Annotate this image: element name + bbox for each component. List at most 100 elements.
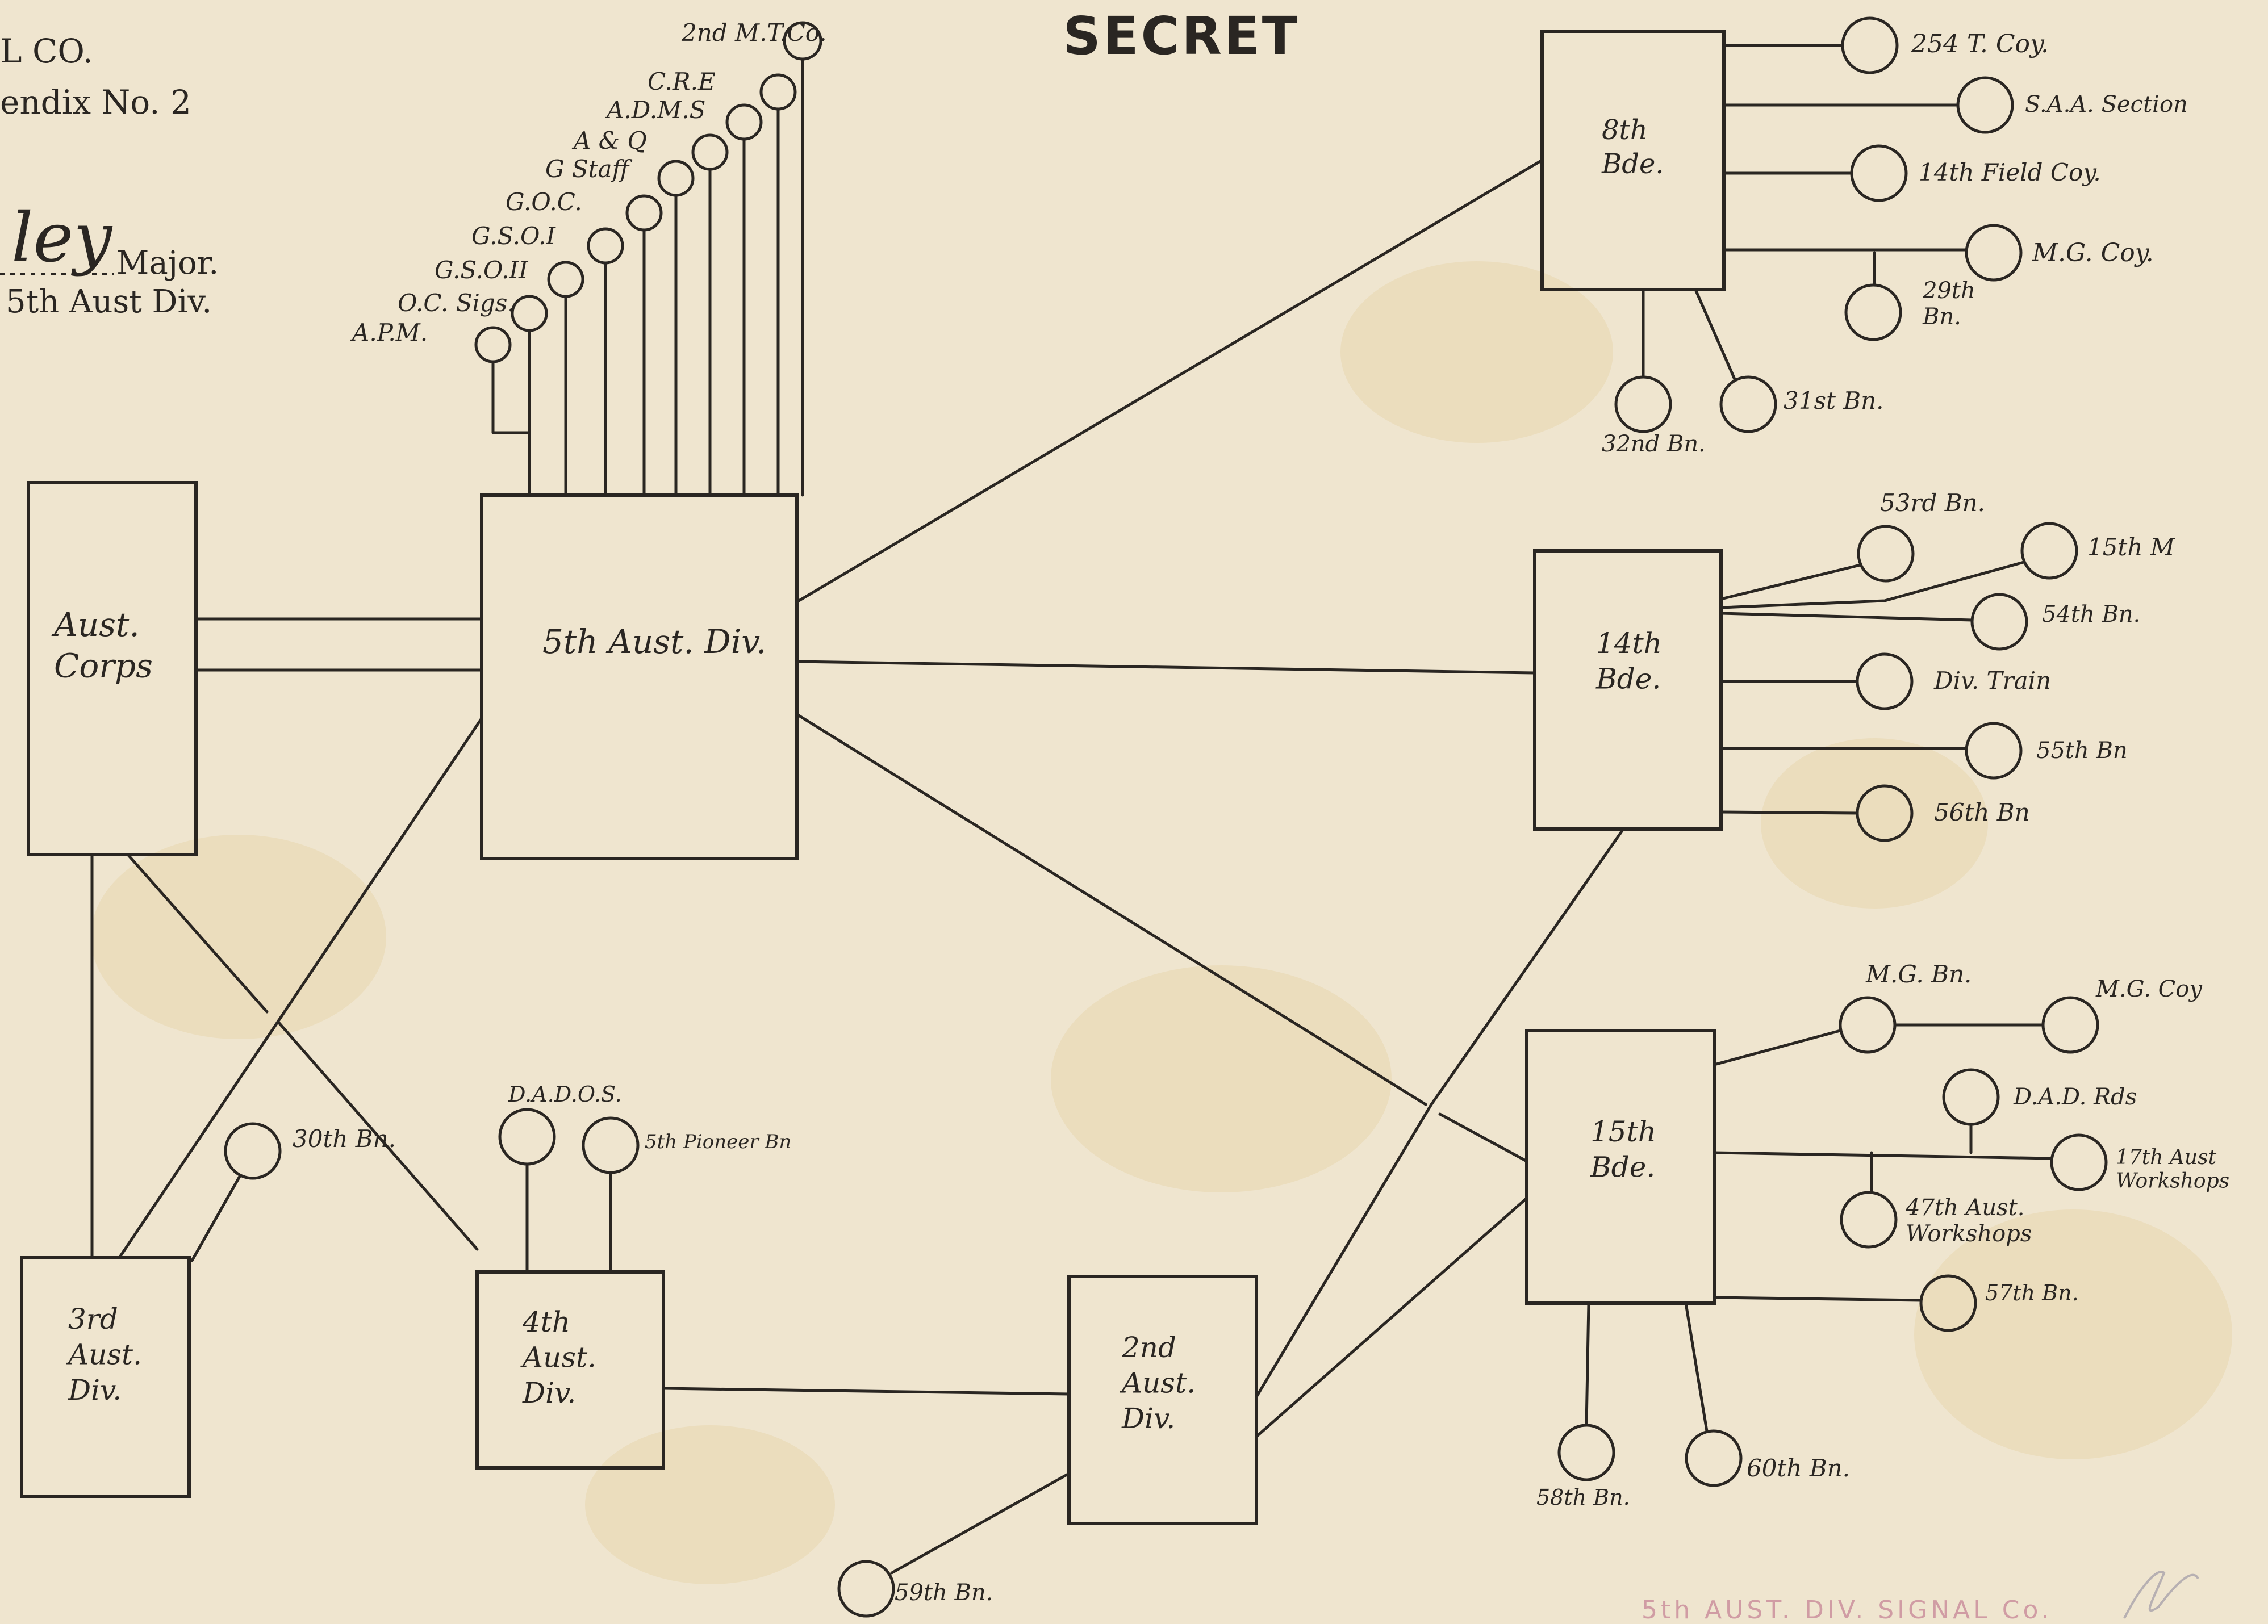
- connection-line: [1719, 563, 1862, 601]
- node-54th-bn[interactable]: 54th Bn.: [1970, 593, 2140, 651]
- node-5th-pioneer-bn[interactable]: 5th Pioneer Bn: [582, 1116, 791, 1174]
- node-2nd-mt-co-circle: [783, 21, 822, 61]
- node-dad-rds-circle: [1942, 1068, 2000, 1126]
- node-div-train-label: Div. Train: [1933, 667, 2051, 694]
- node-a-q[interactable]: A & Q: [571, 127, 729, 171]
- node-gso1[interactable]: G.S.O.I: [471, 222, 624, 265]
- node-g-staff-circle: [657, 160, 695, 197]
- node-58th-bn[interactable]: 58th Bn.: [1536, 1424, 1630, 1510]
- node-30th-bn-circle: [224, 1122, 282, 1180]
- box-2nd-aust-div-outline: [1067, 1275, 1258, 1525]
- node-dad-rds[interactable]: D.A.D. Rds: [1942, 1068, 2137, 1126]
- box-aust-corps[interactable]: Aust.Corps: [27, 481, 198, 856]
- node-mg-coy-8[interactable]: M.G. Coy.: [1965, 224, 2154, 282]
- node-mg-coy-8-label: M.G. Coy.: [2032, 238, 2154, 267]
- node-gso2[interactable]: G.S.O.II: [435, 256, 584, 298]
- node-15th-m-circle: [2020, 522, 2078, 580]
- node-gso2-circle: [547, 261, 584, 298]
- connection-line: [1255, 1196, 1528, 1438]
- node-14th-field-coy[interactable]: 14th Field Coy.: [1850, 144, 2101, 202]
- node-apm-label: A.P.M.: [350, 319, 428, 346]
- node-58th-bn-label: 58th Bn.: [1536, 1485, 1630, 1510]
- connection-line: [890, 1472, 1071, 1575]
- node-5th-pioneer-bn-circle: [582, 1116, 640, 1174]
- node-cre[interactable]: C.R.E: [648, 68, 797, 111]
- node-div-train-circle: [1856, 652, 1914, 710]
- node-oc-sigs[interactable]: O.C. Sigs.: [398, 289, 548, 332]
- node-a-q-label: A & Q: [571, 127, 647, 154]
- node-15th-m-label: 15th M: [2087, 533, 2175, 561]
- node-dados[interactable]: D.A.D.O.S.: [498, 1082, 622, 1166]
- node-mg-coy-8-circle: [1965, 224, 2023, 282]
- connection-line: [795, 158, 1544, 604]
- node-goc-circle: [625, 194, 663, 232]
- node-goc[interactable]: G.O.C.: [506, 188, 663, 232]
- node-div-train[interactable]: Div. Train: [1856, 652, 2051, 710]
- node-59th-bn[interactable]: 59th Bn.: [837, 1560, 993, 1618]
- node-31st-bn[interactable]: 31st Bn.: [1719, 375, 1884, 433]
- node-saa-section[interactable]: S.A.A. Section: [1956, 76, 2188, 134]
- node-5th-pioneer-bn-label: 5th Pioneer Bn: [645, 1131, 791, 1153]
- node-57th-bn-label: 57th Bn.: [1985, 1280, 2079, 1305]
- connection-line: [1713, 1029, 1842, 1066]
- connection-line: [126, 853, 269, 1014]
- node-47th-aust-workshops[interactable]: 47th Aust.Workshops: [1840, 1191, 2032, 1249]
- node-gso1-circle: [587, 227, 624, 265]
- connection-line: [1430, 827, 1625, 1106]
- connection-line: [1585, 1301, 1590, 1427]
- node-32nd-bn[interactable]: 32nd Bn.: [1602, 375, 1706, 457]
- node-2nd-mt-co[interactable]: 2nd M.T.Co.: [681, 19, 827, 61]
- node-adms-label: A.D.M.S: [604, 96, 705, 124]
- node-57th-bn[interactable]: 57th Bn.: [1919, 1274, 2079, 1332]
- node-55th-bn-label: 55th Bn: [2036, 738, 2128, 764]
- node-apm-circle: [474, 326, 512, 363]
- node-apm[interactable]: A.P.M.: [350, 319, 512, 363]
- node-56th-bn-circle: [1856, 784, 1914, 842]
- node-adms[interactable]: A.D.M.S: [604, 96, 763, 141]
- node-60th-bn-circle: [1685, 1429, 1743, 1487]
- node-56th-bn[interactable]: 56th Bn: [1856, 784, 2030, 842]
- connection-line: [1438, 1112, 1528, 1163]
- node-254-t-coy[interactable]: 254 T. Coy.: [1841, 16, 2049, 74]
- node-56th-bn-label: 56th Bn: [1934, 798, 2030, 826]
- node-dad-rds-label: D.A.D. Rds: [2013, 1084, 2137, 1110]
- node-mg-bn[interactable]: M.G. Bn.: [1839, 960, 1972, 1054]
- connection-line: [1719, 810, 1859, 815]
- node-goc-label: G.O.C.: [506, 188, 582, 216]
- node-60th-bn[interactable]: 60th Bn.: [1685, 1429, 1850, 1487]
- box-5th-aust-div[interactable]: 5th Aust. Div.: [480, 493, 799, 860]
- node-a-q-circle: [691, 133, 729, 171]
- node-g-staff[interactable]: G Staff: [545, 155, 695, 197]
- node-mg-coy-15[interactable]: M.G. Coy: [2041, 976, 2203, 1054]
- node-oc-sigs-circle: [511, 295, 548, 332]
- node-54th-bn-label: 54th Bn.: [2042, 601, 2140, 627]
- box-3rd-aust-div-outline: [20, 1256, 191, 1498]
- connection-line: [1713, 1296, 1923, 1302]
- node-54th-bn-circle: [1970, 593, 2028, 651]
- node-60th-bn-label: 60th Bn.: [1747, 1454, 1850, 1482]
- connection-line: [1694, 288, 1737, 382]
- node-15th-m[interactable]: 15th M: [2020, 522, 2175, 580]
- node-254-t-coy-circle: [1841, 16, 1899, 74]
- node-cre-label: C.R.E: [648, 68, 716, 95]
- node-55th-bn[interactable]: 55th Bn: [1965, 722, 2128, 780]
- node-30th-bn[interactable]: 30th Bn.: [224, 1122, 396, 1180]
- node-55th-bn-circle: [1965, 722, 2023, 780]
- signature-unit: 5th Aust Div.: [6, 283, 212, 320]
- node-53rd-bn[interactable]: 53rd Bn.: [1857, 489, 1985, 583]
- node-32nd-bn-label: 32nd Bn.: [1602, 431, 1706, 457]
